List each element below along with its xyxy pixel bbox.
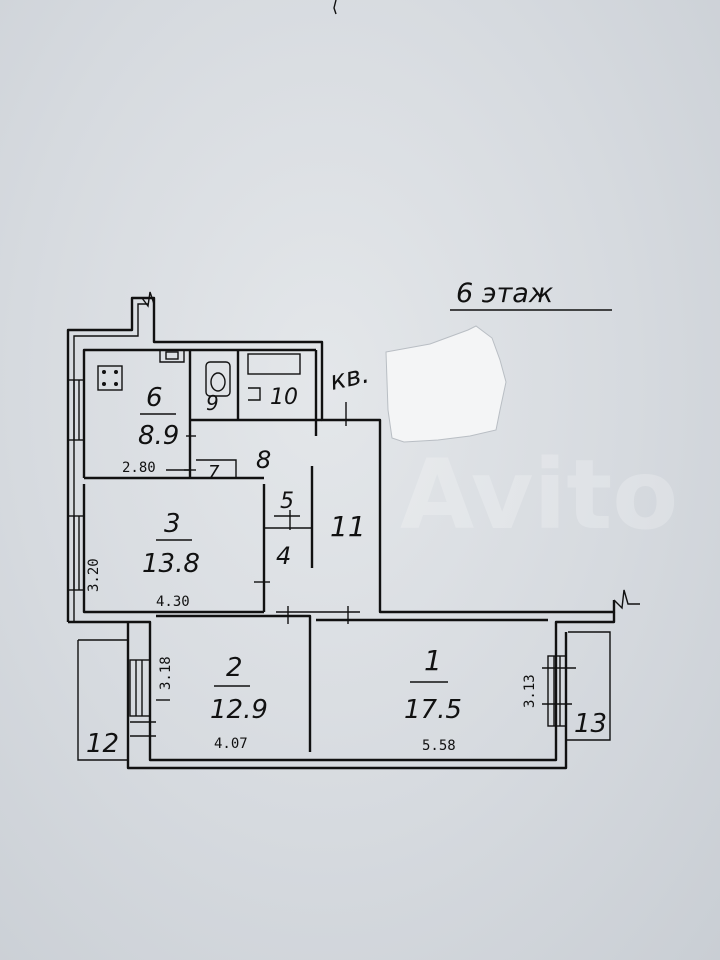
room-5-number: 5	[280, 489, 294, 514]
bathtub-fixture	[247, 353, 301, 401]
pen-mark	[333, 0, 337, 15]
stove-fixture	[97, 365, 123, 391]
room-2-number: 2	[226, 653, 243, 683]
room-13-number: 13	[574, 709, 607, 739]
room-1-number: 1	[424, 644, 442, 677]
room-2-area: 12.9	[210, 695, 268, 725]
room-9-number: 9	[206, 391, 219, 415]
room-3-area: 13.8	[142, 549, 200, 579]
room-6-number: 6	[146, 383, 163, 413]
torn-paper-patch	[385, 325, 507, 443]
room-11-number: 11	[330, 510, 366, 543]
watermark: Avito	[400, 439, 678, 551]
room-12-number: 12	[86, 729, 119, 759]
interior-walls	[184, 350, 360, 624]
toilet-fixture	[205, 361, 231, 397]
room-10-number: 10	[270, 385, 298, 410]
room-1-height: 3.13	[522, 674, 538, 708]
dimension-ticks	[130, 469, 576, 737]
floor-label: 6 этаж	[456, 278, 554, 309]
room-1-area: 17.5	[404, 695, 462, 725]
room-1-width: 5.58	[422, 738, 456, 754]
windows	[67, 379, 567, 727]
room-2-width: 4.07	[214, 736, 248, 752]
sink-fixture	[159, 350, 185, 363]
room-8-number: 8	[256, 446, 271, 474]
apartment-mark: кв.	[327, 359, 372, 397]
room-3-height: 3.20	[86, 558, 102, 592]
room-3-width: 4.30	[156, 594, 190, 610]
room-3-number: 3	[164, 509, 181, 539]
room-6-width: 2.80	[122, 460, 156, 476]
room-2-height: 3.18	[158, 656, 174, 690]
room-7-number: 7	[208, 462, 220, 483]
room-6-area: 8.9	[138, 421, 179, 451]
room-4-number: 4	[276, 542, 291, 570]
